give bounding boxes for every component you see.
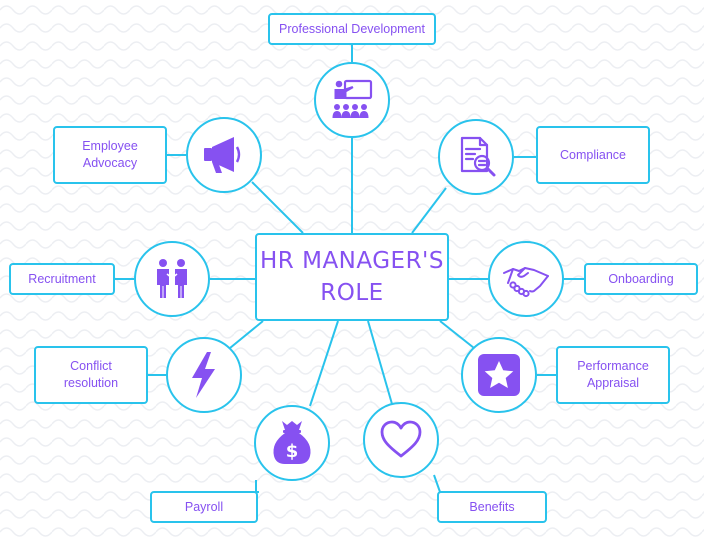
connector-conflict-resolution: [229, 320, 264, 349]
connector-performance-appraisal: [439, 320, 475, 349]
recruitment-circle: [134, 241, 210, 317]
svg-text:$: $: [286, 441, 299, 462]
performance-appraisal-label: Performance Appraisal: [556, 346, 670, 404]
megaphone-icon: [204, 137, 241, 173]
employee-advocacy-label: Employee Advocacy: [53, 126, 167, 184]
people-icon: [157, 259, 187, 298]
money-bag-icon: $: [273, 421, 311, 464]
heart-icon: [380, 420, 422, 458]
connector-benefits: [367, 320, 393, 405]
compliance-circle: [438, 119, 514, 195]
connector-employee-advocacy: [251, 181, 304, 234]
connector-payroll: [309, 320, 339, 407]
onboarding-circle: [488, 241, 564, 317]
professional-development-label: Professional Development: [268, 13, 436, 45]
compliance-label: Compliance: [536, 126, 650, 184]
conflict-resolution-label: Conflict resolution: [34, 346, 148, 404]
teacher-presentation-icon: [332, 79, 373, 118]
payroll-label: Payroll: [150, 491, 258, 523]
conflict-resolution-circle: [166, 337, 242, 413]
recruitment-label: Recruitment: [9, 263, 115, 295]
center-title-line2: ROLE: [320, 280, 384, 306]
document-search-icon: [460, 136, 496, 177]
onboarding-label: Onboarding: [584, 263, 698, 295]
connector-compliance: [411, 187, 447, 234]
center-title-box: HR MANAGER'S ROLE: [255, 233, 449, 321]
professional-development-circle: [314, 62, 390, 138]
connector-benefits-box: [433, 474, 441, 493]
center-title-line1: HR MANAGER'S: [260, 248, 444, 274]
lightning-icon: [192, 352, 215, 398]
performance-appraisal-circle: [461, 337, 537, 413]
benefits-circle: [363, 402, 439, 478]
handshake-icon: [503, 267, 549, 298]
connector-lines: [114, 44, 584, 493]
star-badge-icon: [478, 354, 520, 396]
employee-advocacy-circle: [186, 117, 262, 193]
payroll-circle: $: [254, 405, 330, 481]
benefits-label: Benefits: [437, 491, 547, 523]
